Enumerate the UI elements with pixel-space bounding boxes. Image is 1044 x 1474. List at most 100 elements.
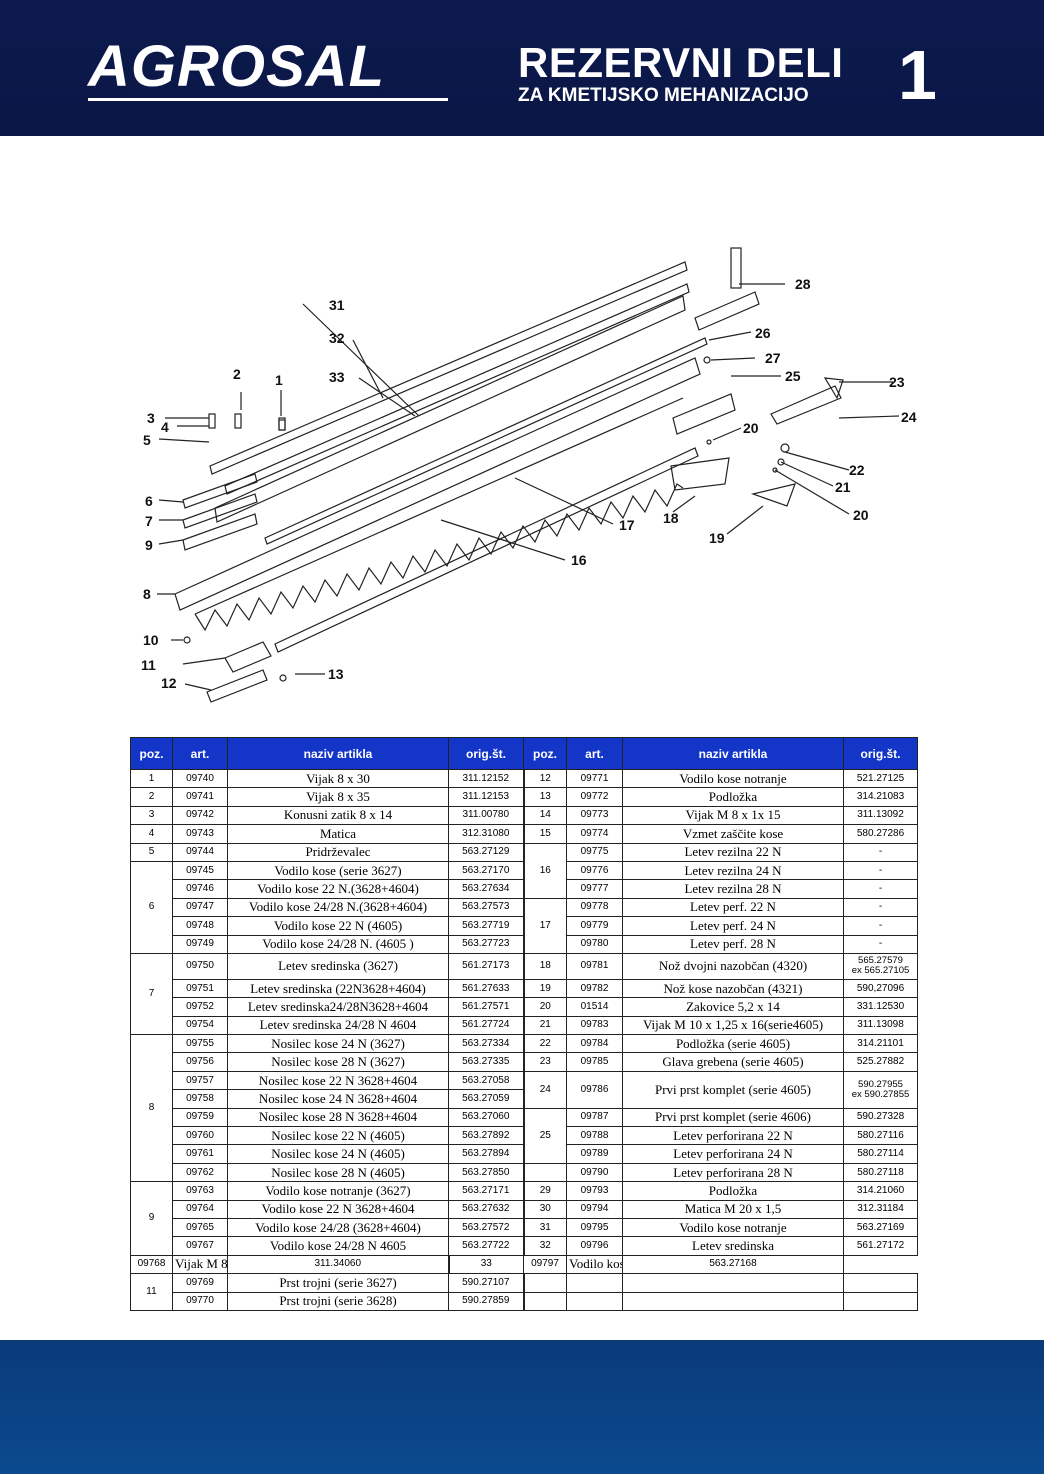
cell-art: 09768 xyxy=(130,1254,173,1275)
col-header-name-right: naziv artikla xyxy=(622,737,844,770)
cell-art-right: 09777 xyxy=(566,879,623,899)
page-subtitle: ZA KMETIJSKO MEHANIZACIJO xyxy=(518,85,809,106)
cell-orig: 563.27894 xyxy=(448,1144,524,1164)
cell-orig: 563.27171 xyxy=(448,1181,524,1201)
cell-orig: 561.27173 xyxy=(448,952,524,980)
cell-art: 09760 xyxy=(172,1126,228,1146)
cell-art: 09761 xyxy=(172,1144,228,1164)
cell-art-right: 09795 xyxy=(566,1217,623,1238)
cell-art: 09763 xyxy=(172,1181,228,1201)
callout-6: 6 xyxy=(145,493,153,509)
callout-20b: 20 xyxy=(853,507,869,523)
cell-poz-right xyxy=(522,1162,567,1183)
cell-name: Matica xyxy=(227,824,449,844)
knife-teeth xyxy=(194,483,684,632)
cell-orig: 311.12152 xyxy=(448,768,524,789)
cell-name: Nosilec kose 24 N 3628+4604 xyxy=(227,1089,449,1109)
cell-poz-right xyxy=(522,1273,567,1293)
cell-poz-right: 16 xyxy=(522,842,567,899)
cell-poz-right: 22 xyxy=(522,1034,567,1054)
cell-poz-right: 32 xyxy=(522,1236,567,1256)
cell-art-right: 09785 xyxy=(566,1052,623,1072)
cell-art: 09751 xyxy=(172,978,228,999)
callout-18: 18 xyxy=(663,510,679,526)
orig-number-alt: ex 565.27105 xyxy=(851,965,910,977)
cell-name: Vijak 8 x 35 xyxy=(227,787,449,807)
cell-orig-right: - xyxy=(843,860,918,881)
cell-orig-right: 580.27116 xyxy=(843,1126,918,1146)
cell-orig: 561.27724 xyxy=(448,1015,524,1036)
cell-orig: 563.27060 xyxy=(448,1107,524,1128)
knife-back-16 xyxy=(194,397,684,615)
cell-name: Prst trojni (serie 3628) xyxy=(227,1291,449,1311)
cell-orig-right: - xyxy=(843,842,918,862)
callout-26: 26 xyxy=(755,325,771,341)
cell-name: Nosilec kose 28 N (4605) xyxy=(227,1162,449,1183)
cell-poz-right: 31 xyxy=(522,1217,567,1238)
callout-32: 32 xyxy=(329,330,345,346)
cell-orig: 563.27850 xyxy=(448,1162,524,1183)
cell-poz: 8 xyxy=(130,1034,173,1183)
cell-art: 09745 xyxy=(172,860,228,881)
cell-orig-right xyxy=(843,1273,918,1293)
cell-art: 09770 xyxy=(172,1291,228,1311)
cell-art-right: 09797 xyxy=(523,1254,567,1275)
cell-name: Nosilec kose 22 N (4605) xyxy=(227,1126,449,1146)
cell-poz: 1 xyxy=(130,768,173,789)
cell-art: 09749 xyxy=(172,934,228,954)
cell-poz-right: 19 xyxy=(522,978,567,999)
cell-orig: 563.27632 xyxy=(448,1199,524,1219)
cell-name: Vijak 8 x 30 xyxy=(227,768,449,789)
cell-name: Letev sredinska24/28N3628+4604 xyxy=(227,997,449,1017)
col-header-orig-right: orig.št. xyxy=(843,737,918,770)
callout-33: 33 xyxy=(329,369,345,385)
orig-number: 565.27579 xyxy=(858,955,903,967)
cell-art-right: 09774 xyxy=(566,824,623,844)
cell-art-right xyxy=(566,1273,623,1293)
cell-art-right: 09790 xyxy=(566,1162,623,1183)
cell-poz-right: 14 xyxy=(522,805,567,826)
cell-orig: 561.27633 xyxy=(448,978,524,999)
callout-17: 17 xyxy=(619,517,635,533)
cell-art-right: 09775 xyxy=(566,842,623,862)
cell-art: 09757 xyxy=(172,1070,228,1091)
cell-orig-right: 563.27168 xyxy=(622,1254,844,1275)
cell-name: Letev sredinska 24/28 N 4604 xyxy=(227,1015,449,1036)
cell-art: 09742 xyxy=(172,805,228,826)
cell-name: Vodilo kose 24/28 N 4605 xyxy=(227,1236,449,1256)
cell-name: Vodilo kose 24/28 N.(3628+4604) xyxy=(227,897,449,918)
callout-1: 1 xyxy=(275,372,283,388)
cell-orig: 311.12153 xyxy=(448,787,524,807)
callout-4: 4 xyxy=(161,419,169,435)
cell-orig-right: 525.27882 xyxy=(843,1052,918,1072)
cell-orig-right: - xyxy=(843,916,918,936)
cell-poz: 2 xyxy=(130,787,173,807)
logo-underline xyxy=(88,98,448,101)
knife-19 xyxy=(750,483,796,507)
cell-name: Vodilo kose 22 N 3628+4604 xyxy=(227,1199,449,1219)
cell-art-right: 09794 xyxy=(566,1199,623,1219)
cell-orig: 311.34060 xyxy=(227,1254,449,1275)
cell-poz: 9 xyxy=(130,1181,173,1256)
bolt-28 xyxy=(730,247,742,289)
cell-name-right: Letev perf. 28 N xyxy=(622,934,844,954)
cell-art: 09743 xyxy=(172,824,228,844)
col-header-poz-right: poz. xyxy=(523,737,567,770)
cell-orig: 563.27719 xyxy=(448,916,524,936)
col-header-orig: orig.št. xyxy=(448,737,524,770)
cell-art: 09748 xyxy=(172,916,228,936)
cell-name: Vodilo kose notranje (3627) xyxy=(227,1181,449,1201)
col-header-name: naziv artikla xyxy=(227,737,449,770)
col-header-art: art. xyxy=(172,737,228,770)
cell-name-right: Letev perforirana 28 N xyxy=(622,1162,844,1183)
callout-13: 13 xyxy=(328,666,344,682)
cell-orig-right: 314.21101 xyxy=(843,1034,918,1054)
cell-name: Vijak M 8 x1 x12 xyxy=(172,1254,228,1275)
